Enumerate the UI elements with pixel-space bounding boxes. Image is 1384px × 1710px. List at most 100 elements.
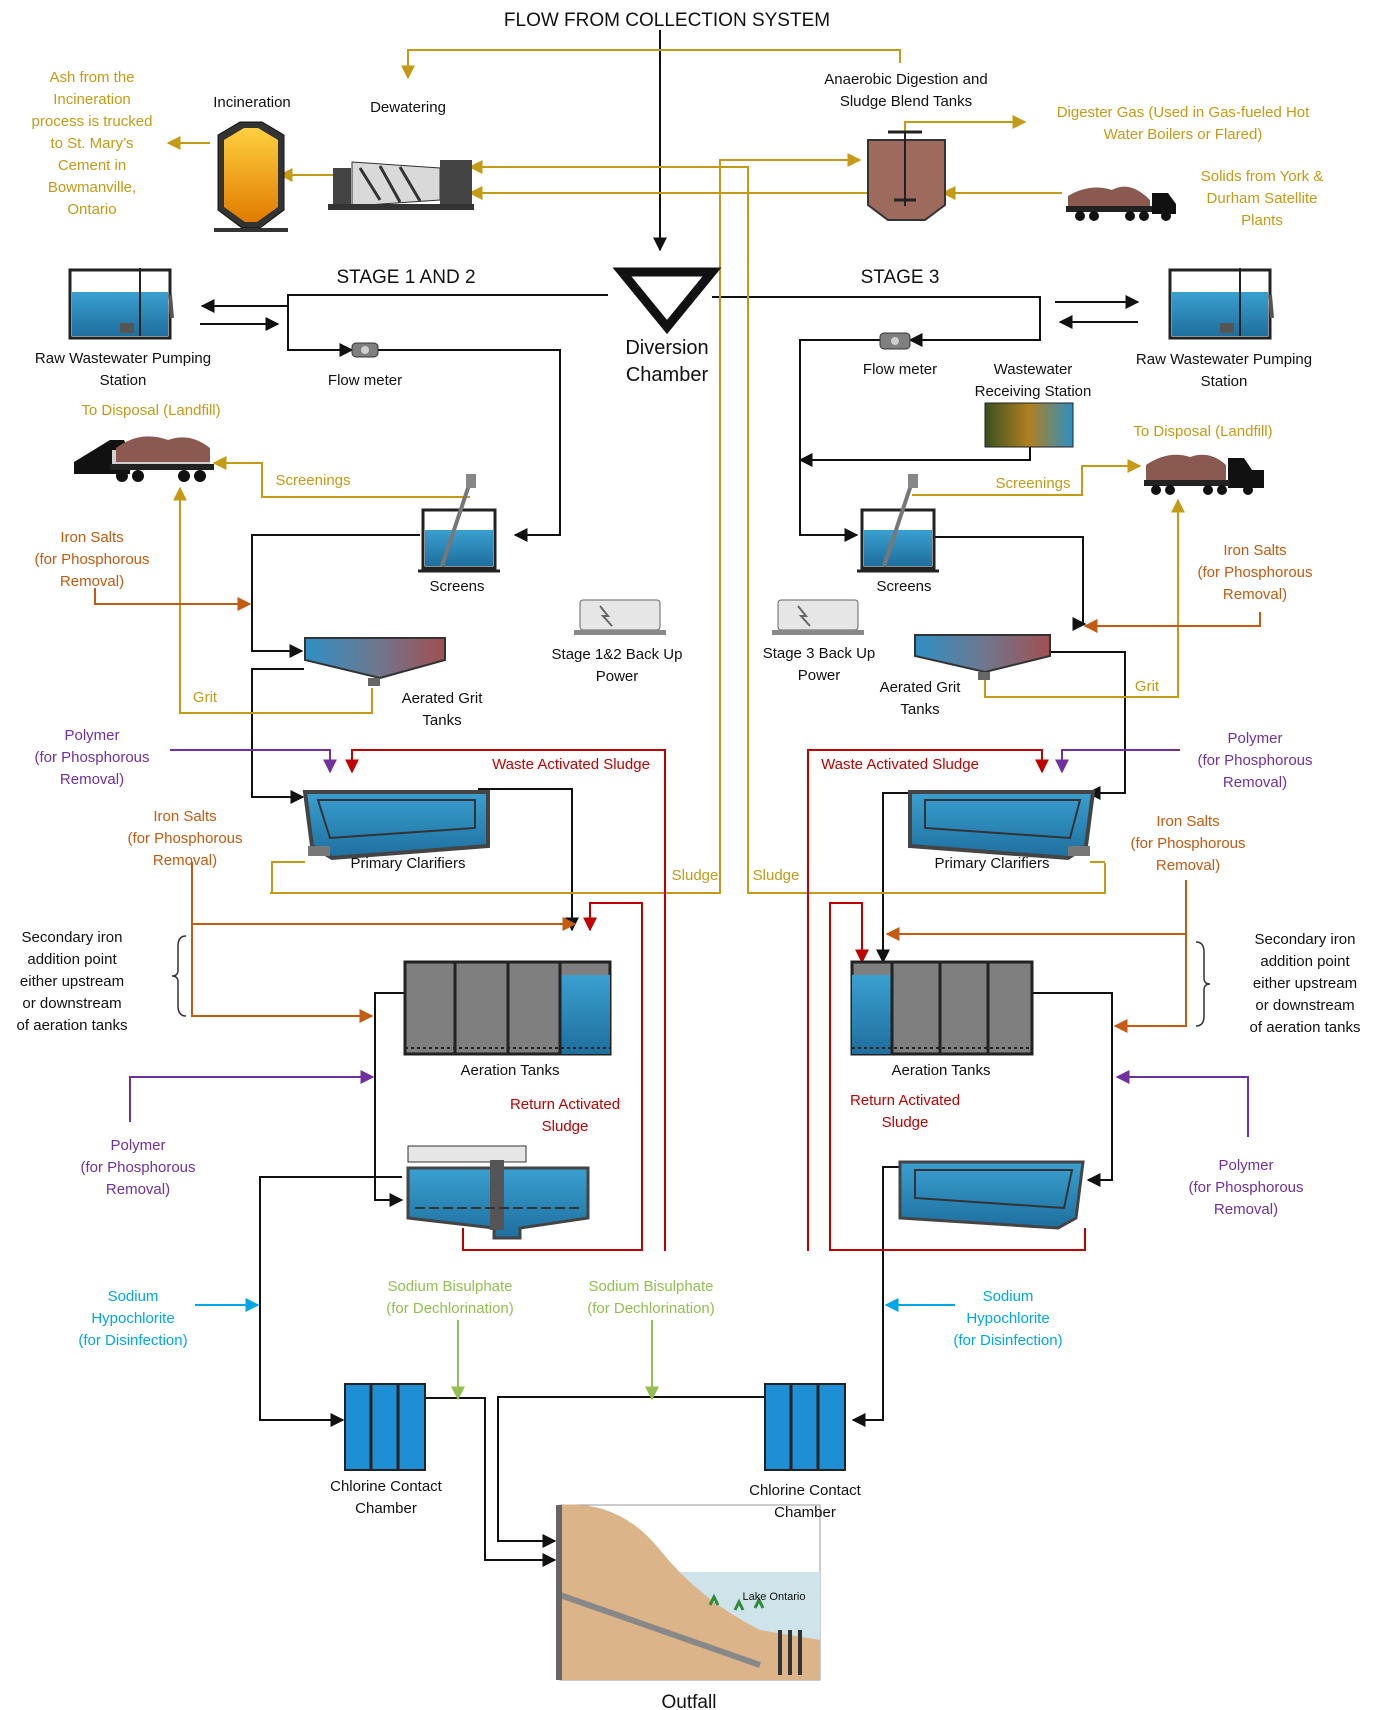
hypochlorite-left-label-line-1: Sodium	[108, 1288, 159, 1305]
bisulphate-right-label-line-2: (for Dechlorination)	[587, 1300, 715, 1317]
bisulphate-right-label-line-1: Sodium Bisulphate	[588, 1278, 713, 1295]
secondary-iron-left-label-line-3: either upstream	[20, 973, 124, 990]
backup-power-12-label-line-2: Power	[596, 668, 639, 685]
backup-power-3-label-line-1: Stage 3 Back Up	[763, 645, 876, 662]
ras-left-label-line-2: Sludge	[542, 1118, 589, 1135]
brace-left	[171, 935, 187, 1017]
diversion-chamber-label-line-1: Diversion	[625, 337, 708, 359]
receiving-station-label-line-1: Wastewater	[994, 361, 1073, 378]
secondary-clarifier-right-icon	[898, 1160, 1085, 1230]
york-solids-label-line-3: Plants	[1241, 212, 1283, 229]
ash-note-label-line-6: Bowmanville,	[48, 179, 136, 196]
secondary-iron-right-label-line-4: or downstream	[1255, 997, 1354, 1014]
secondary-clarifier-left-icon	[406, 1145, 590, 1240]
diversion-chamber-label-line-2: Chamber	[626, 364, 709, 386]
screens-right-label: Screens	[876, 578, 931, 595]
sludge-solids-lines	[166, 49, 1185, 894]
bisulphate-lines	[451, 1320, 659, 1401]
polymer-right-2-label-line-2: (for Phosphorous	[1188, 1179, 1303, 1196]
lake-ontario-label: Lake Ontario	[743, 1591, 806, 1603]
contact-right-label-line-1: Chlorine Contact	[749, 1482, 862, 1499]
iron-salts-right-1-label-line-1: Iron Salts	[1223, 542, 1286, 559]
raw-pumping-left-label-line-2: Station	[100, 372, 147, 389]
receiving-station-icon	[984, 402, 1074, 448]
flow-meter-left-label: Flow meter	[328, 372, 402, 389]
polymer-right-1-label-line-2: (for Phosphorous	[1197, 752, 1312, 769]
ras-left-label-line-1: Return Activated	[510, 1096, 620, 1113]
outfall-icon	[556, 1504, 821, 1681]
screens-left-label: Screens	[429, 578, 484, 595]
ash-note-label-line-3: process is trucked	[32, 113, 153, 130]
stage12-title: STAGE 1 AND 2	[336, 267, 475, 288]
iron-salts-left-1-label-line-1: Iron Salts	[60, 529, 123, 546]
ash-note-label-line-5: Cement in	[58, 157, 126, 174]
contact-left-label-line-2: Chamber	[355, 1500, 417, 1517]
hypochlorite-right-label-line-1: Sodium	[983, 1288, 1034, 1305]
disposal-right-label: To Disposal (Landfill)	[1133, 423, 1272, 440]
screenings-right-label: Screenings	[995, 475, 1070, 492]
polymer-right-2-label-line-3: Removal)	[1214, 1201, 1278, 1218]
polymer-left-1-label-line-3: Removal)	[60, 771, 124, 788]
digester-gas-label-line-2: Water Boilers or Flared)	[1104, 126, 1263, 143]
primary-clarifier-left-icon	[302, 790, 490, 861]
grit-left-label: Grit	[193, 689, 218, 706]
raw-pumping-station-right-icon	[1168, 268, 1274, 340]
primary-clarifier-right-icon	[908, 790, 1096, 861]
aeration-tank-left-icon	[403, 960, 612, 1056]
secondary-iron-right-label-line-2: addition point	[1260, 953, 1350, 970]
sludge-right-label: Sludge	[753, 867, 800, 884]
contact-right-label-line-2: Chamber	[774, 1504, 836, 1521]
york-solids-label-line-1: Solids from York &	[1201, 168, 1324, 185]
brace-right	[1195, 941, 1211, 1027]
raw-pumping-right-label-line-2: Station	[1201, 373, 1248, 390]
ras-right-label-line-1: Return Activated	[850, 1092, 960, 1109]
polymer-lines	[129, 749, 1249, 1137]
grit-tank-left-icon	[304, 637, 446, 686]
digester-tank-icon	[867, 130, 946, 221]
grit-tanks-left-label-line-1: Aerated Grit	[402, 690, 484, 707]
primary-left-label: Primary Clarifiers	[350, 855, 465, 872]
diversion-chamber-icon	[612, 267, 722, 335]
iron-salts-left-1-label-line-2: (for Phosphorous	[34, 551, 149, 568]
grit-tanks-left-label-line-2: Tanks	[422, 712, 461, 729]
polymer-left-1-label-line-2: (for Phosphorous	[34, 749, 149, 766]
raw-pumping-left-label-line-1: Raw Wastewater Pumping	[35, 350, 211, 367]
digestion-label-line-2: Sludge Blend Tanks	[840, 93, 972, 110]
hypochlorite-right-label-line-2: Hypochlorite	[966, 1310, 1049, 1327]
hypochlorite-left-label-line-3: (for Disinfection)	[78, 1332, 187, 1349]
flow-meter-right-label: Flow meter	[863, 361, 937, 378]
bisulphate-left-label-line-2: (for Dechlorination)	[386, 1300, 514, 1317]
iron-salts-right-1-label-line-2: (for Phosphorous	[1197, 564, 1312, 581]
screen-left-icon	[418, 474, 500, 573]
sludge-left-label: Sludge	[672, 867, 719, 884]
iron-salts-left-2-label-line-2: (for Phosphorous	[127, 830, 242, 847]
outfall-label: Outfall	[662, 1692, 717, 1710]
was-left-label: Waste Activated Sludge	[492, 756, 650, 773]
ras-right-label-line-2: Sludge	[882, 1114, 929, 1131]
stage3-title: STAGE 3	[861, 267, 940, 288]
ash-note-label-line-1: Ash from the	[49, 69, 134, 86]
backup-power-3-label-line-2: Power	[798, 667, 841, 684]
iron-salts-left-2-label-line-1: Iron Salts	[153, 808, 216, 825]
screenings-left-label: Screenings	[275, 472, 350, 489]
aeration-right-label: Aeration Tanks	[892, 1062, 991, 1079]
hypochlorite-right-label-line-3: (for Disinfection)	[953, 1332, 1062, 1349]
screen-right-icon	[857, 474, 939, 573]
iron-salts-left-1-label-line-3: Removal)	[60, 573, 124, 590]
raw-pumping-right-label-line-1: Raw Wastewater Pumping	[1136, 351, 1312, 368]
secondary-iron-left-label-line-4: or downstream	[22, 995, 121, 1012]
backup-power-left-icon	[574, 599, 666, 635]
contact-left-label-line-1: Chlorine Contact	[330, 1478, 443, 1495]
incinerator-icon	[214, 121, 288, 232]
ash-note-label-line-7: Ontario	[67, 201, 116, 218]
secondary-iron-left-label-line-2: addition point	[27, 951, 117, 968]
backup-power-12-label-line-1: Stage 1&2 Back Up	[552, 646, 683, 663]
sludge-truck-icon	[1066, 186, 1176, 221]
polymer-right-1-label-line-3: Removal)	[1223, 774, 1287, 791]
incineration-label: Incineration	[213, 94, 291, 111]
contact-chamber-right-icon	[764, 1383, 846, 1471]
backup-power-right-icon	[772, 599, 864, 635]
secondary-iron-right-label-line-3: either upstream	[1253, 975, 1357, 992]
secondary-iron-left-label-line-5: of aeration tanks	[17, 1017, 128, 1034]
